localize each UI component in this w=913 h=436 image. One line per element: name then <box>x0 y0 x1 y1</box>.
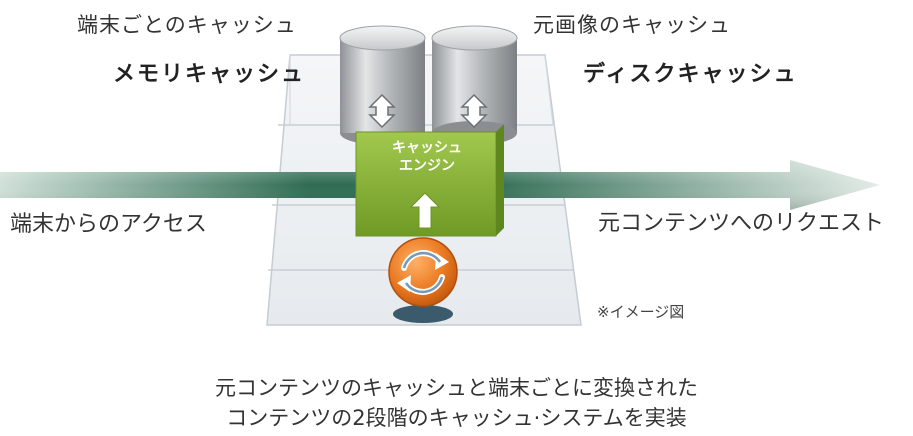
cache-engine-line1: キャッシュ <box>392 140 462 156</box>
origin-request-label: 元コンテンツへのリクエスト <box>598 211 885 236</box>
memory-cache-sublabel: 端末ごとのキャッシュ <box>77 13 297 37</box>
disk-cache-sublabel: 元画像のキャッシュ <box>533 13 731 37</box>
up-arrow-icon <box>409 192 441 229</box>
disk-up-down-arrow-icon <box>460 93 488 129</box>
memory-up-down-arrow-icon <box>368 93 396 129</box>
image-note: ※イメージ図 <box>597 303 685 321</box>
cache-engine-line2: エンジン <box>399 158 455 174</box>
caption-line2: コンテンツの2段階のキャッシュ·システムを実装 <box>226 406 687 430</box>
cache-engine-label: キャッシュ エンジン <box>358 139 496 175</box>
access-from-device-label: 端末からのアクセス <box>10 212 207 237</box>
caption-line1: 元コンテンツのキャッシュと端末ごとに変換された <box>215 376 698 400</box>
memory-cache-label: メモリキャッシュ <box>113 62 306 87</box>
sync-icon <box>388 237 458 323</box>
disk-cache-label: ディスクキャッシュ <box>583 62 798 87</box>
caption: 元コンテンツのキャッシュと端末ごとに変換された コンテンツの2段階のキャッシュ·… <box>0 373 913 433</box>
